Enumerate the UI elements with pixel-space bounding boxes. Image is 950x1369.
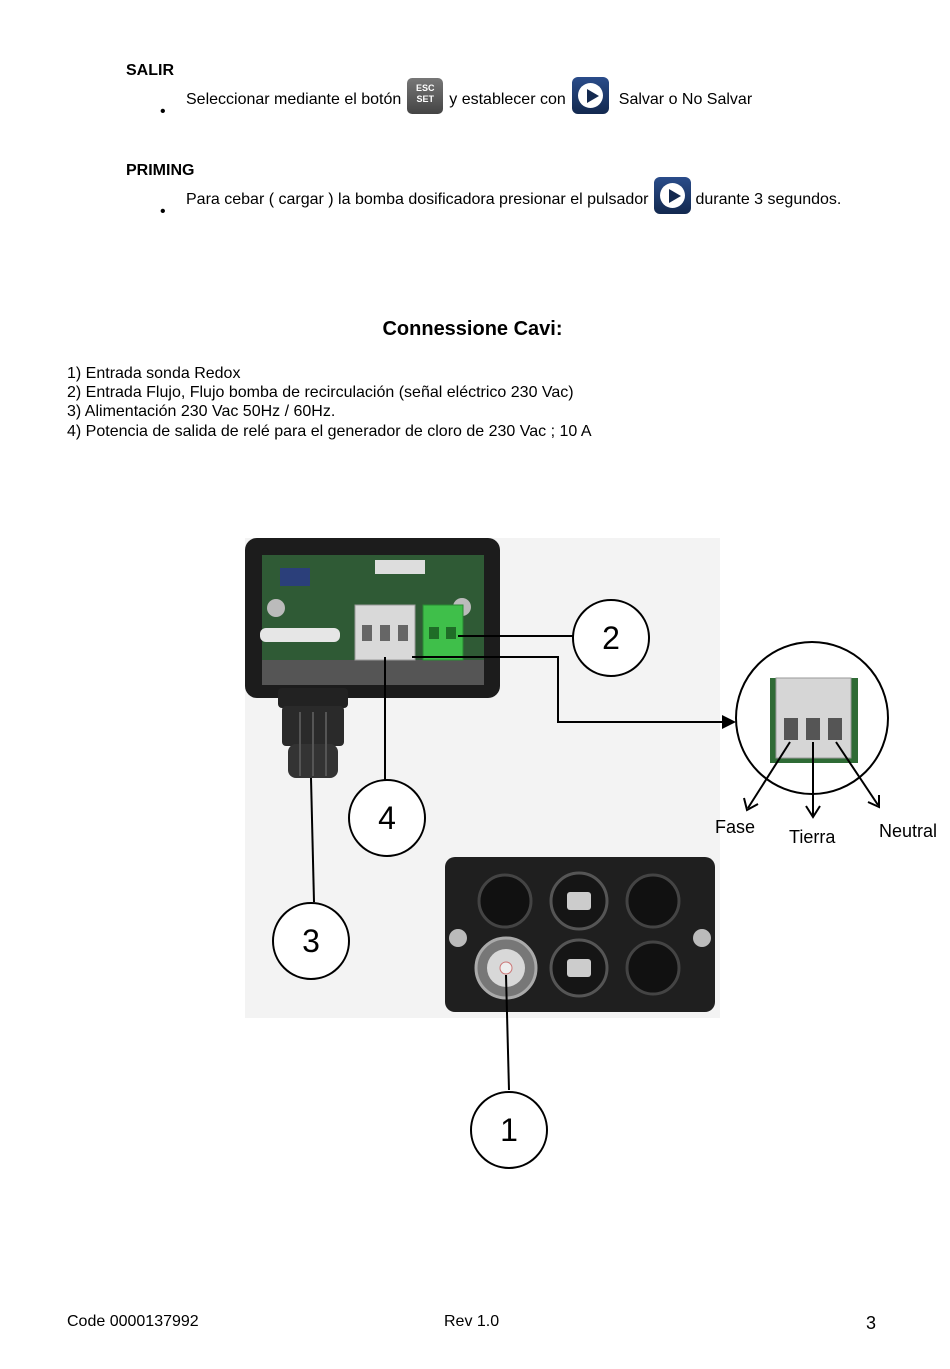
priming-instruction: Para cebar ( cargar ) la bomba dosificad…	[186, 176, 842, 220]
connection-item: 4) Potencia de salida de relé para el ge…	[67, 423, 592, 440]
terminal-zoom-detail	[735, 641, 889, 795]
callout-3: 3	[272, 902, 350, 980]
callout-4: 4	[348, 779, 426, 857]
esc-set-button-icon: ESC SET	[407, 78, 444, 114]
bullet-dot: •	[160, 103, 166, 120]
wire-label-tierra: Tierra	[789, 827, 836, 847]
enclosure-top	[245, 538, 500, 698]
esc-label: ESC	[415, 83, 435, 93]
footer-code: Code 0000137992	[67, 1313, 199, 1330]
salir-title: SALIR	[126, 62, 174, 79]
connection-item: 2) Entrada Flujo, Flujo bomba de recircu…	[67, 384, 574, 401]
wire-label-fase: Fase	[715, 817, 756, 837]
page-number: 3	[866, 1313, 877, 1333]
bullet-dot: •	[160, 203, 166, 220]
salir-text-before: Seleccionar mediante el botón	[186, 91, 402, 108]
connection-item: 3) Alimentación 230 Vac 50Hz / 60Hz.	[67, 403, 336, 420]
footer-rev: Rev 1.0	[444, 1313, 500, 1330]
leader-lines	[310, 635, 880, 1091]
connection-item: 1) Entrada sonda Redox	[67, 365, 241, 382]
enclosure-bottom	[445, 857, 715, 1012]
connections-heading: Connessione Cavi:	[382, 318, 563, 340]
priming-text-after: durante 3 segundos.	[695, 191, 842, 208]
callout-2: 2	[572, 599, 650, 677]
callout-1: 1	[470, 1091, 548, 1169]
wire-label-neutral: Neutral	[879, 821, 938, 841]
wiring-diagram	[245, 538, 889, 1091]
cable-gland	[278, 688, 348, 778]
priming-text-before: Para cebar ( cargar ) la bomba dosificad…	[186, 191, 649, 208]
play-button-icon	[654, 176, 692, 214]
set-label: SET	[416, 94, 434, 104]
salir-instruction: Seleccionar mediante el botón ESC SET y …	[186, 76, 753, 120]
salir-text-middle: y establecer con	[449, 91, 566, 108]
salir-text-after: Salvar o No Salvar	[618, 91, 753, 108]
priming-title: PRIMING	[126, 162, 195, 179]
play-button-icon	[571, 76, 609, 114]
